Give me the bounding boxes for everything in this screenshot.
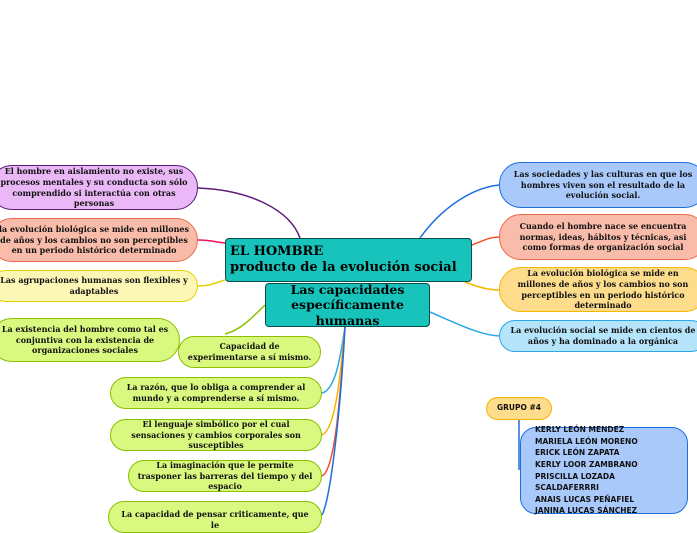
connectors	[197, 184, 520, 516]
sub-central-topic[interactable]: Las capacidades específicamente humanas	[265, 282, 430, 328]
capacity-node-3[interactable]: El lenguaje simbólico por el cual sensac…	[110, 419, 322, 451]
left-node-3[interactable]: Las agrupaciones humanas son flexibles y…	[0, 270, 198, 302]
group-label[interactable]: GRUPO #4	[486, 397, 552, 420]
right-node-3[interactable]: La evolución biológica se mide en millon…	[499, 267, 697, 312]
member: MARIELA LEÓN MORENO	[535, 436, 638, 446]
member: KERLY LEÓN MENDEZ	[535, 425, 625, 434]
capacity-node-2[interactable]: La razón, que lo obliga a comprender al …	[110, 377, 322, 409]
capacity-node-4[interactable]: La imaginación que le permite trasponer …	[128, 460, 322, 492]
member: ANAIS LUCAS PEÑAFIEL	[535, 494, 635, 504]
member: KERLY LOOR ZAMBRANO	[535, 459, 638, 469]
member: PRISCILLA LOZADA SCALDAFERRRI	[535, 471, 615, 493]
member: ERICK LEÓN ZAPATA	[535, 448, 620, 458]
group-members[interactable]: KERLY LEÓN MENDEZ MARIELA LEÓN MORENO ER…	[520, 425, 688, 516]
member: JANINA LUCAS SÁNCHEZ	[535, 506, 638, 516]
right-node-2[interactable]: Cuando el hombre nace se encuentra norma…	[499, 214, 697, 260]
central-topic[interactable]: EL HOMBRE producto de la evolución socia…	[225, 238, 472, 282]
central-title-line1: EL HOMBRE	[230, 244, 324, 259]
capacity-node-1[interactable]: Capacidad de experimentarse a sí mismo.	[178, 336, 321, 368]
right-node-1[interactable]: Las sociedades y las culturas en que los…	[499, 162, 697, 208]
central-title-line2: producto de la evolución social	[230, 259, 457, 275]
left-node-2[interactable]: la evolución biológica se mide en millon…	[0, 218, 198, 262]
capacity-node-5[interactable]: La capacidad de pensar criticamente, que…	[108, 501, 322, 533]
left-node-4[interactable]: La existencia del hombre como tal es con…	[0, 318, 180, 362]
right-node-4[interactable]: La evolución social se mide en cientos d…	[499, 320, 697, 352]
left-node-1[interactable]: El hombre en aislamiento no existe, sus …	[0, 165, 198, 210]
